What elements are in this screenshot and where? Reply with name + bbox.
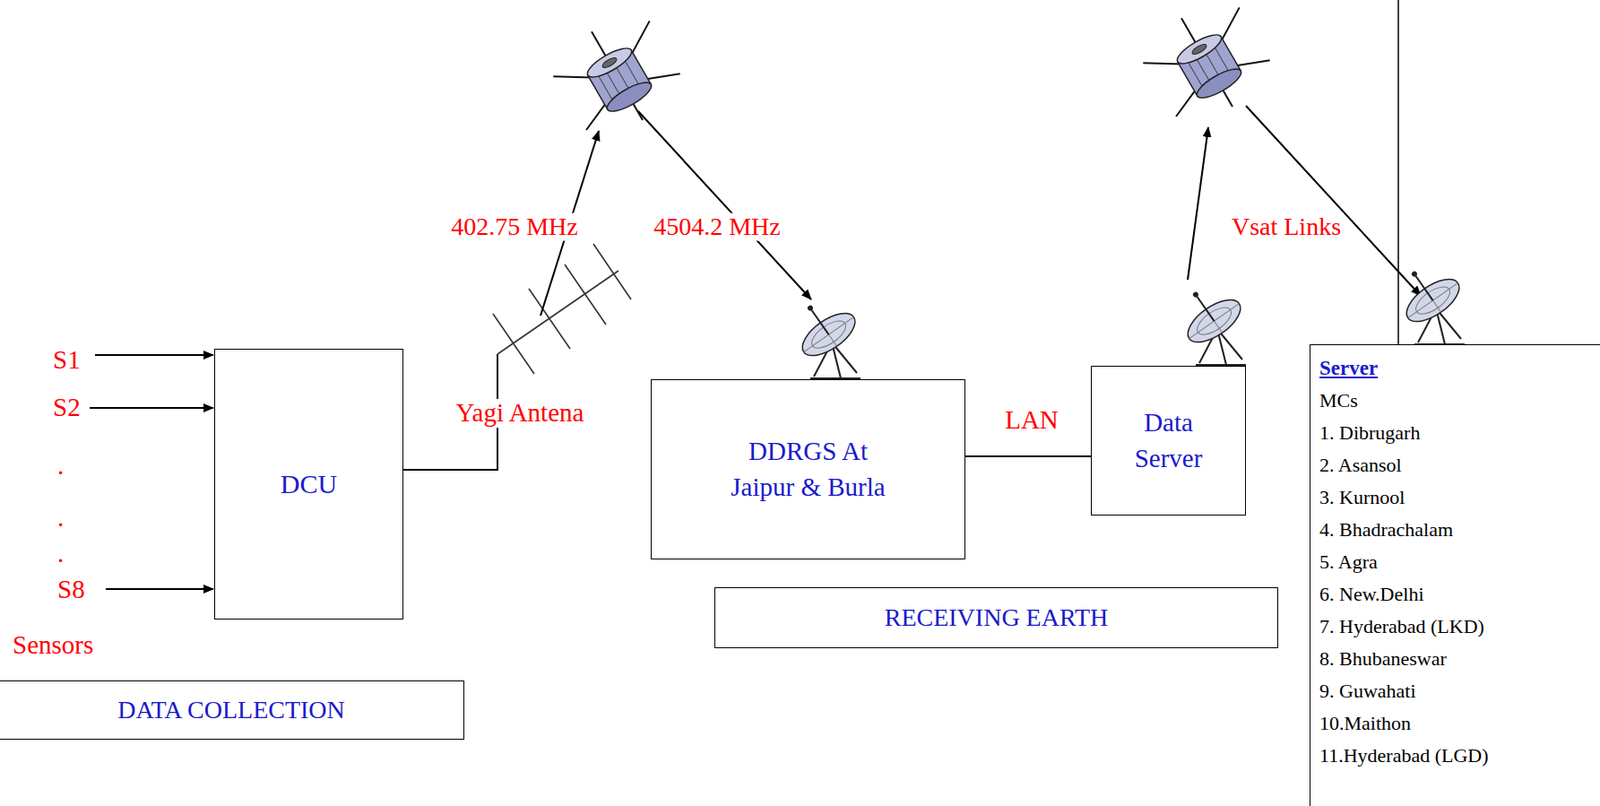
list-item: 9. Guwahati [1319, 674, 1600, 708]
list-item: 7. Hyderabad (LKD) [1319, 610, 1600, 643]
lan-connector [965, 455, 1091, 458]
list-item: 6. New.Delhi [1319, 578, 1600, 611]
server-box: Data Server [1090, 365, 1246, 516]
vsat-uplink-arrow [1187, 127, 1209, 280]
list-item: 1. Dibrugarh [1319, 416, 1600, 450]
box-text: RECEIVING EARTH [884, 600, 1109, 635]
dish-antenna [1387, 254, 1466, 345]
dish-antenna [783, 288, 862, 379]
ellipsis-dot: . [57, 503, 64, 533]
server-list-box: ServerMCs1. Dibrugarh2. Asansol3. Kurnoo… [1309, 344, 1600, 806]
sensor-arrow [105, 588, 214, 590]
sensor-label: S8 [57, 575, 86, 605]
box-text: DCU [280, 466, 338, 503]
antenna-label: Yagi Antena [453, 398, 588, 428]
list-item: 11.Hyderabad (LGD) [1319, 739, 1600, 772]
node-content: ServerMCs1. Dibrugarh2. Asansol3. Kurnoo… [1310, 345, 1600, 779]
list-item: 4. Bhadrachalam [1319, 513, 1600, 546]
sensor-arrow [95, 354, 214, 356]
ellipsis-dot: . [57, 451, 64, 481]
process-box: DCU [214, 348, 404, 620]
stage-caption-box: RECEIVING EARTH [714, 587, 1279, 649]
box-text: Data Server [1124, 405, 1214, 476]
link-label: Vsat Links [1228, 213, 1344, 242]
node-content: Data Server [1124, 405, 1214, 476]
satellite-icon [543, 3, 691, 148]
frame-line [1397, 0, 1400, 345]
list-item: MCs [1319, 384, 1600, 417]
connector-label: LAN [1004, 406, 1059, 435]
ellipsis-dot: . [57, 539, 64, 569]
yagi-antenna [492, 243, 632, 374]
list-item: 3. Kurnool [1319, 481, 1600, 514]
downlink-arrow [638, 111, 812, 300]
box-text: DDRGS At Jaipur & Burla [723, 433, 894, 504]
vsat-downlink-arrow [1245, 105, 1421, 296]
group-label: Sensors [12, 631, 94, 660]
list-item: 10.Maithon [1319, 707, 1600, 740]
list-heading: Server [1319, 352, 1600, 385]
list-item: 5. Agra [1319, 545, 1600, 579]
list-item: 8. Bhubaneswar [1319, 642, 1600, 675]
list-item: 2. Asansol [1319, 449, 1600, 482]
dish-antenna [1168, 275, 1247, 365]
stage-caption-box: DATA COLLECTION [0, 680, 465, 740]
frequency-label: 402.75 MHz [448, 213, 581, 242]
frequency-label: 4504.2 MHz [650, 213, 784, 242]
node-content: DATA COLLECTION [117, 692, 346, 727]
node-content: DCU [280, 466, 338, 503]
sensor-label: S1 [52, 345, 81, 375]
sensor-arrow [89, 406, 214, 409]
ground-station-box: DDRGS At Jaipur & Burla [650, 379, 966, 560]
box-text: DATA COLLECTION [117, 692, 346, 727]
sensor-label: S2 [52, 393, 81, 423]
satellite-icon [1132, 0, 1280, 135]
node-content: RECEIVING EARTH [884, 600, 1109, 635]
node-content: DDRGS At Jaipur & Burla [723, 433, 894, 504]
